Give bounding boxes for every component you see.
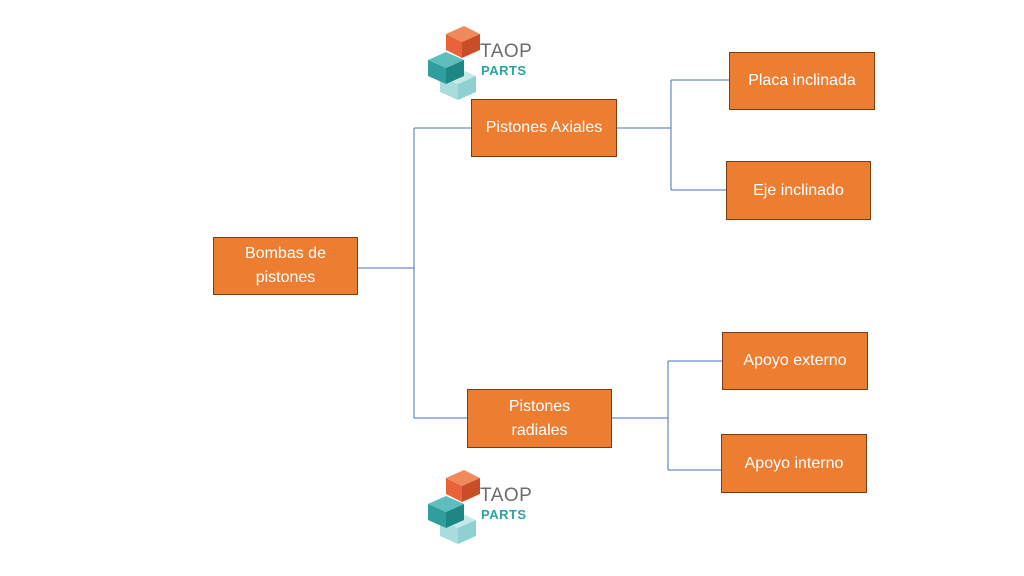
- node-bombas-de-pistones-label: Bombas de pistones: [245, 245, 326, 286]
- logo-text-taop: TAOP: [480, 485, 533, 506]
- cubes-icon: [428, 470, 480, 544]
- cubes-icon: [428, 26, 480, 100]
- node-apoyo-interno: Apoyo interno: [721, 434, 867, 493]
- node-apoyo-interno-label: Apoyo interno: [744, 454, 844, 472]
- node-pistones-radiales-label: Pistones radiales: [508, 397, 571, 439]
- node-pistones-axiales-label: Pistones Axiales: [485, 119, 603, 136]
- node-placa-inclinada: Placa inclinada: [729, 52, 875, 110]
- taop-parts-logo-top: TAOP PARTS: [424, 22, 534, 102]
- taop-parts-logo-bottom: TAOP PARTS: [424, 466, 534, 546]
- node-eje-inclinado-label: Eje inclinado: [753, 181, 844, 199]
- node-pistones-radiales: Pistones radiales: [467, 389, 612, 448]
- node-eje-inclinado: Eje inclinado: [726, 161, 871, 220]
- logo-text-parts: PARTS: [481, 63, 527, 78]
- node-placa-inclinada-label: Placa inclinada: [748, 72, 856, 89]
- node-pistones-axiales: Pistones Axiales: [471, 99, 617, 157]
- node-apoyo-externo-label: Apoyo externo: [743, 352, 847, 369]
- node-apoyo-externo: Apoyo externo: [722, 332, 868, 390]
- logo-text-parts: PARTS: [481, 507, 527, 522]
- node-bombas-de-pistones: Bombas de pistones: [213, 237, 358, 295]
- logo-text-taop: TAOP: [480, 41, 533, 62]
